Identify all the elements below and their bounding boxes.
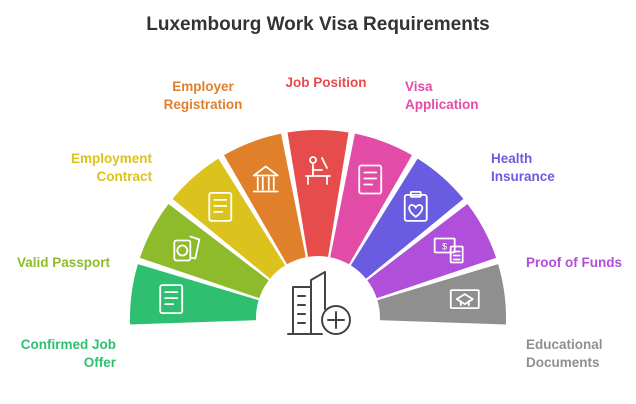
label-educational-documents: Educational Documents — [526, 336, 603, 372]
label-line: Educational — [526, 337, 603, 352]
diagram-title: Luxembourg Work Visa Requirements — [146, 14, 490, 35]
label-line: Job Position — [285, 75, 367, 90]
label-health-insurance: Health Insurance — [491, 150, 555, 186]
label-line: Employment — [70, 151, 152, 166]
segment-wedge — [129, 264, 259, 325]
segment-wedge — [287, 130, 349, 257]
label-line: Documents — [526, 355, 600, 370]
document-scroll-icon — [159, 284, 184, 315]
segment-wedge — [367, 203, 497, 299]
money-calculator-icon: $ — [433, 237, 464, 264]
label-line: Health — [491, 151, 533, 166]
label-confirmed-job-offer: Confirmed Job Offer — [21, 336, 116, 372]
diploma-icon — [449, 289, 480, 310]
label-line: Contract — [96, 169, 152, 184]
label-line: Employer — [172, 79, 234, 94]
label-line: Visa — [405, 79, 433, 94]
label-line: Insurance — [491, 169, 555, 184]
segment-wedge — [139, 203, 269, 299]
label-valid-passport: Valid Passport — [17, 254, 110, 272]
segment-wedge — [172, 158, 286, 279]
label-line: Confirmed Job — [20, 337, 116, 352]
segment-wedge — [350, 158, 464, 279]
application-form-icon — [358, 164, 383, 195]
segment-wedge — [224, 133, 306, 265]
label-proof-of-funds: Proof of Funds — [526, 254, 622, 272]
label-line: Application — [405, 97, 479, 112]
label-employer-registration: Employer Registration — [138, 78, 268, 114]
segment-wedge — [330, 133, 412, 265]
segment-wedge — [377, 264, 506, 325]
label-line: Proof of Funds — [526, 255, 622, 270]
government-building-icon — [252, 165, 279, 193]
health-clipboard-icon — [403, 190, 428, 222]
label-line: Offer — [83, 355, 116, 370]
label-line: Valid Passport — [17, 255, 111, 270]
desk-worker-icon — [305, 156, 331, 185]
svg-text:$: $ — [442, 242, 447, 252]
label-job-position: Job Position — [266, 74, 386, 92]
label-employment-contract: Employment Contract — [71, 150, 152, 186]
building-plus-icon — [287, 271, 351, 335]
label-visa-application: Visa Application — [405, 78, 479, 114]
contract-document-icon — [208, 191, 233, 222]
passport-ticket-icon — [173, 235, 201, 262]
label-line: Registration — [163, 97, 243, 112]
